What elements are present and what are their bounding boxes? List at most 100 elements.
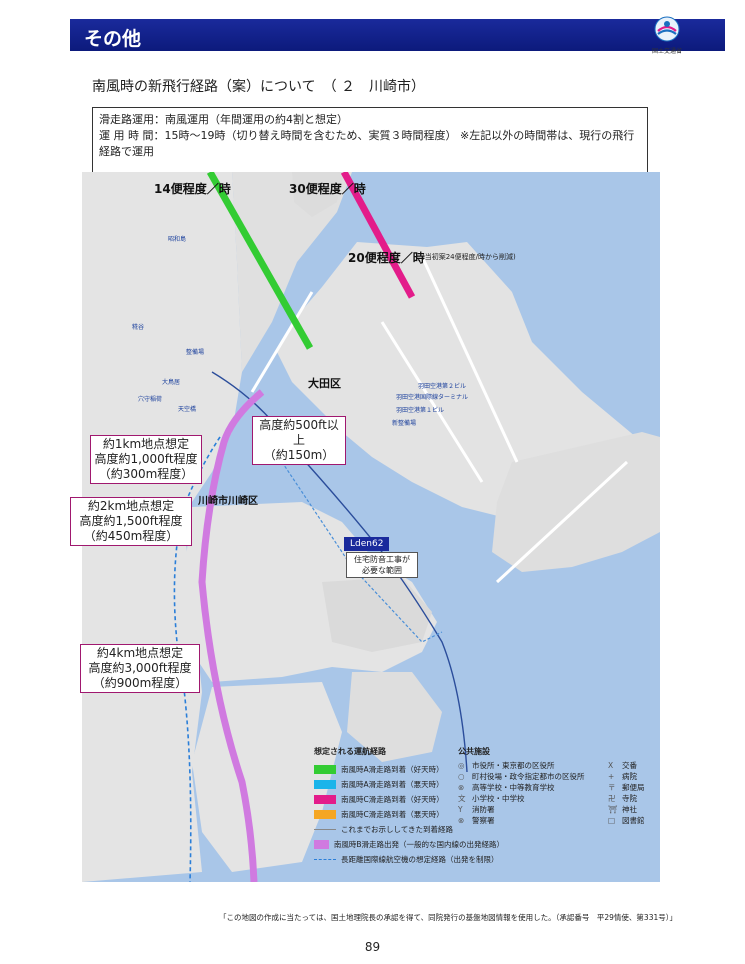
legend-facility-row: ⊗ 高等学校・中等教育学校 <box>458 782 598 792</box>
place-label-3: 大鳥居 <box>162 379 181 386</box>
legend-facilities: 公共施設 ◎ 市役所・東京都の区役所 ○ 町村役場・政令指定都市の区役所 ⊗ 高等学校・中… <box>458 746 658 825</box>
legend-route-swatch <box>314 795 336 804</box>
legend-facility-symbol-icon: Y <box>458 805 463 814</box>
legend-facility-label: 寺院 <box>622 794 637 803</box>
legend-facility-row: 卍寺院 <box>608 793 668 803</box>
operation-info-box: 滑走路運用：南風運用（年間運用の約4割と想定） 運 用 時 間：15時～19時（… <box>92 107 648 185</box>
place-label-5: 穴守稲荷 <box>138 396 163 403</box>
legend-facility-label: 市役所・東京都の区役所 <box>472 761 555 770</box>
legend-facility-row: ⊗ 警察署 <box>458 815 598 825</box>
legend-facility-label: 警察署 <box>472 816 495 825</box>
legend-facility-label: 神社 <box>622 805 637 814</box>
legend-facility-label: 小学校・中学校 <box>472 794 525 803</box>
legend-route-title: 想定される運航経路 <box>314 747 386 756</box>
legend-facility-symbol-icon: 卍 <box>608 794 616 803</box>
frequency-label-30: 30便程度／時 <box>289 182 366 196</box>
legend-route-label: 長距離国際線航空機の想定経路（出発を制限） <box>341 855 499 864</box>
legend-facility-symbol-icon: X <box>608 761 614 770</box>
map-canvas <box>82 172 660 882</box>
page-subtitle: 南風時の新飛行経路（案）について （ ２ 川崎市） <box>92 79 426 95</box>
legend-facility-row: Y 消防署 <box>458 804 598 814</box>
legend-route-row: 長距離国際線航空機の想定経路（出発を制限） <box>314 853 504 866</box>
legend-route-row: 南風時A滑走路到着（悪天時） <box>314 778 504 791</box>
frequency-note-20: (当初案24便程度/時から削減) <box>422 253 516 261</box>
legend-route-swatch <box>314 829 336 830</box>
legend-route-row: 南風時B滑走路出発（一般的な国内線の出発経路） <box>314 838 504 851</box>
terminal-label-1: 羽田空港第２ビル <box>418 383 467 390</box>
page-number: 89 <box>364 940 381 954</box>
legend-facility-row: 〒郵便局 <box>608 782 668 792</box>
legend-facility-symbol-icon: ⊗ <box>458 816 465 825</box>
legend-route-label: これまでお示ししてきた到着経路 <box>341 825 454 834</box>
info-line-2: 運 用 時 間：15時～19時（切り替え時間を含むため、実質３時間程度） ※左記… <box>99 129 635 142</box>
legend-facility-symbol-icon: 〒 <box>608 783 616 792</box>
legend-facility-label: 交番 <box>622 761 637 770</box>
info-line-3: 経路で運用 <box>99 145 154 158</box>
altitude-label-top: 高度約500ft以上 （約150m） <box>252 416 346 465</box>
legend-facility-list-left: ◎ 市役所・東京都の区役所 ○ 町村役場・政令指定都市の区役所 ⊗ 高等学校・中等教育学校… <box>458 760 598 826</box>
lden-badge: Lden62 <box>344 537 390 551</box>
legend-routes: 想定される運航経路 南風時A滑走路到着（好天時）南風時A滑走路到着（悪天時）南風… <box>314 746 504 868</box>
area-label-ota: 大田区 <box>308 377 341 390</box>
legend-facility-label: 郵便局 <box>622 783 645 792</box>
legend-route-row: 南風時C滑走路到着（好天時） <box>314 793 504 806</box>
legend-facility-label: 病院 <box>622 772 637 781</box>
legend-route-label: 南風時B滑走路出発（一般的な国内線の出発経路） <box>333 840 504 849</box>
info-line-1: 滑走路運用：南風運用（年間運用の約4割と想定） <box>99 113 348 126</box>
altitude-label-1km: 約1km地点想定 高度約1,000ft程度 （約300m程度） <box>90 435 202 484</box>
legend-route-label: 南風時A滑走路到着（好天時） <box>341 765 444 774</box>
legend-facility-label: 町村役場・政令指定都市の区役所 <box>472 772 585 781</box>
place-label-6: 糀谷 <box>132 324 145 331</box>
legend-route-swatch <box>314 810 336 819</box>
legend-facility-symbol-icon: □ <box>608 816 616 825</box>
legend-facility-row: + 病院 <box>608 771 668 781</box>
legend-route-swatch <box>314 859 336 860</box>
frequency-label-14: 14便程度／時 <box>154 182 231 196</box>
legend-route-row: 南風時C滑走路到着（悪天時） <box>314 808 504 821</box>
header-title: その他 <box>84 28 142 50</box>
legend-facility-row: X 交番 <box>608 760 668 770</box>
map-source-footnote: 「この地図の作成に当たっては、国土地理院長の承認を得て、同院発行の基盤地図情報を… <box>219 913 677 922</box>
legend-facility-symbol-icon: ⛩ <box>608 805 618 814</box>
legend-route-label: 南風時C滑走路到着（悪天時） <box>341 810 444 819</box>
place-label-2: 新整備場 <box>392 420 417 427</box>
legend-facility-row: ○ 町村役場・政令指定都市の区役所 <box>458 771 598 781</box>
frequency-label-20: 20便程度／時 <box>348 251 425 265</box>
terminal-label-3: 羽田空港第１ビル <box>396 407 445 414</box>
legend-facility-symbol-icon: ⊗ <box>458 783 465 792</box>
legend-facility-label: 消防署 <box>472 805 495 814</box>
legend-facility-symbol-icon: ◎ <box>458 761 465 770</box>
legend-facility-row: ◎ 市役所・東京都の区役所 <box>458 760 598 770</box>
altitude-label-4km: 約4km地点想定 高度約3,000ft程度 （約900m程度） <box>80 644 200 693</box>
ministry-logo-text: 国土交通省 <box>651 48 682 55</box>
legend-route-label: 南風時C滑走路到着（好天時） <box>341 795 444 804</box>
place-label-1: 昭和島 <box>168 236 187 243</box>
legend-facility-symbol-icon: ○ <box>458 772 465 781</box>
ministry-logo-icon <box>654 16 680 42</box>
legend-route-swatch <box>314 840 329 849</box>
terminal-label-2: 羽田空港国際線ターミナル <box>396 394 469 401</box>
legend-facility-row: ⛩ 神社 <box>608 804 668 814</box>
legend-route-label: 南風時A滑走路到着（悪天時） <box>341 780 444 789</box>
flight-route-map: 14便程度／時 30便程度／時 20便程度／時 (当初案24便程度/時から削減)… <box>70 172 660 882</box>
place-label-7: 整備場 <box>186 349 205 356</box>
place-label-4: 天空橋 <box>178 406 197 413</box>
legend-facility-symbol-icon: + <box>608 772 615 781</box>
legend-facility-label: 高等学校・中等教育学校 <box>472 783 555 792</box>
noise-range-note: 住宅防音工事が 必要な範囲 <box>346 552 418 578</box>
legend-facility-row: □ 図書館 <box>608 815 668 825</box>
legend-facility-title: 公共施設 <box>458 747 490 756</box>
legend-facility-label: 図書館 <box>622 816 645 825</box>
legend-route-swatch <box>314 780 336 789</box>
legend-facility-symbol-icon: 文 <box>458 794 466 803</box>
altitude-label-2km: 約2km地点想定 高度約1,500ft程度 （約450m程度） <box>70 497 192 546</box>
map-legend: 想定される運航経路 南風時A滑走路到着（好天時）南風時A滑走路到着（悪天時）南風… <box>308 742 658 864</box>
legend-route-row: 南風時A滑走路到着（好天時） <box>314 763 504 776</box>
legend-route-swatch <box>314 765 336 774</box>
area-label-kawasaki: 川崎市川崎区 <box>198 496 258 507</box>
header-bar: その他 <box>70 19 725 51</box>
legend-route-row: これまでお示ししてきた到着経路 <box>314 823 504 836</box>
legend-route-list: 南風時A滑走路到着（好天時） 南風時A滑走路到着（悪天時） 南風時C滑走路到着（好天… <box>314 763 504 866</box>
legend-facility-row: 文小学校・中学校 <box>458 793 598 803</box>
